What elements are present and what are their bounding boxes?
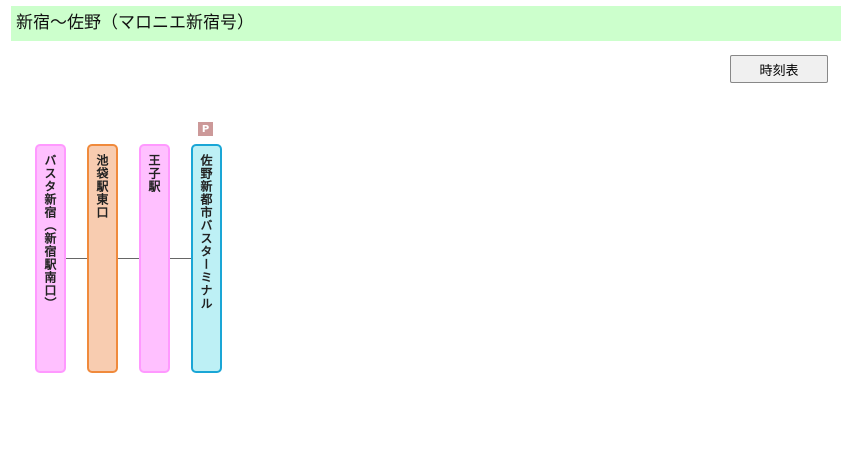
stop-name: 王子駅	[147, 154, 161, 193]
stop-name: 佐野新都市バスターミナル	[199, 154, 213, 310]
stop-sano[interactable]: 佐野新都市バスターミナル	[191, 144, 222, 373]
stop-oji[interactable]: 王子駅	[139, 144, 170, 373]
parking-icon: P	[198, 122, 213, 136]
stop-name: バスタ新宿（新宿駅南口）	[43, 154, 57, 310]
route-title: 新宿～佐野（マロニエ新宿号）	[11, 6, 841, 41]
stop-ikebukuro[interactable]: 池袋駅東口	[87, 144, 118, 373]
route-connector	[117, 258, 139, 259]
timetable-button[interactable]: 時刻表	[730, 55, 828, 83]
route-connector	[65, 258, 87, 259]
route-connector	[169, 258, 191, 259]
stop-busta-shinjuku[interactable]: バスタ新宿（新宿駅南口）	[35, 144, 66, 373]
stop-name: 池袋駅東口	[95, 154, 109, 219]
